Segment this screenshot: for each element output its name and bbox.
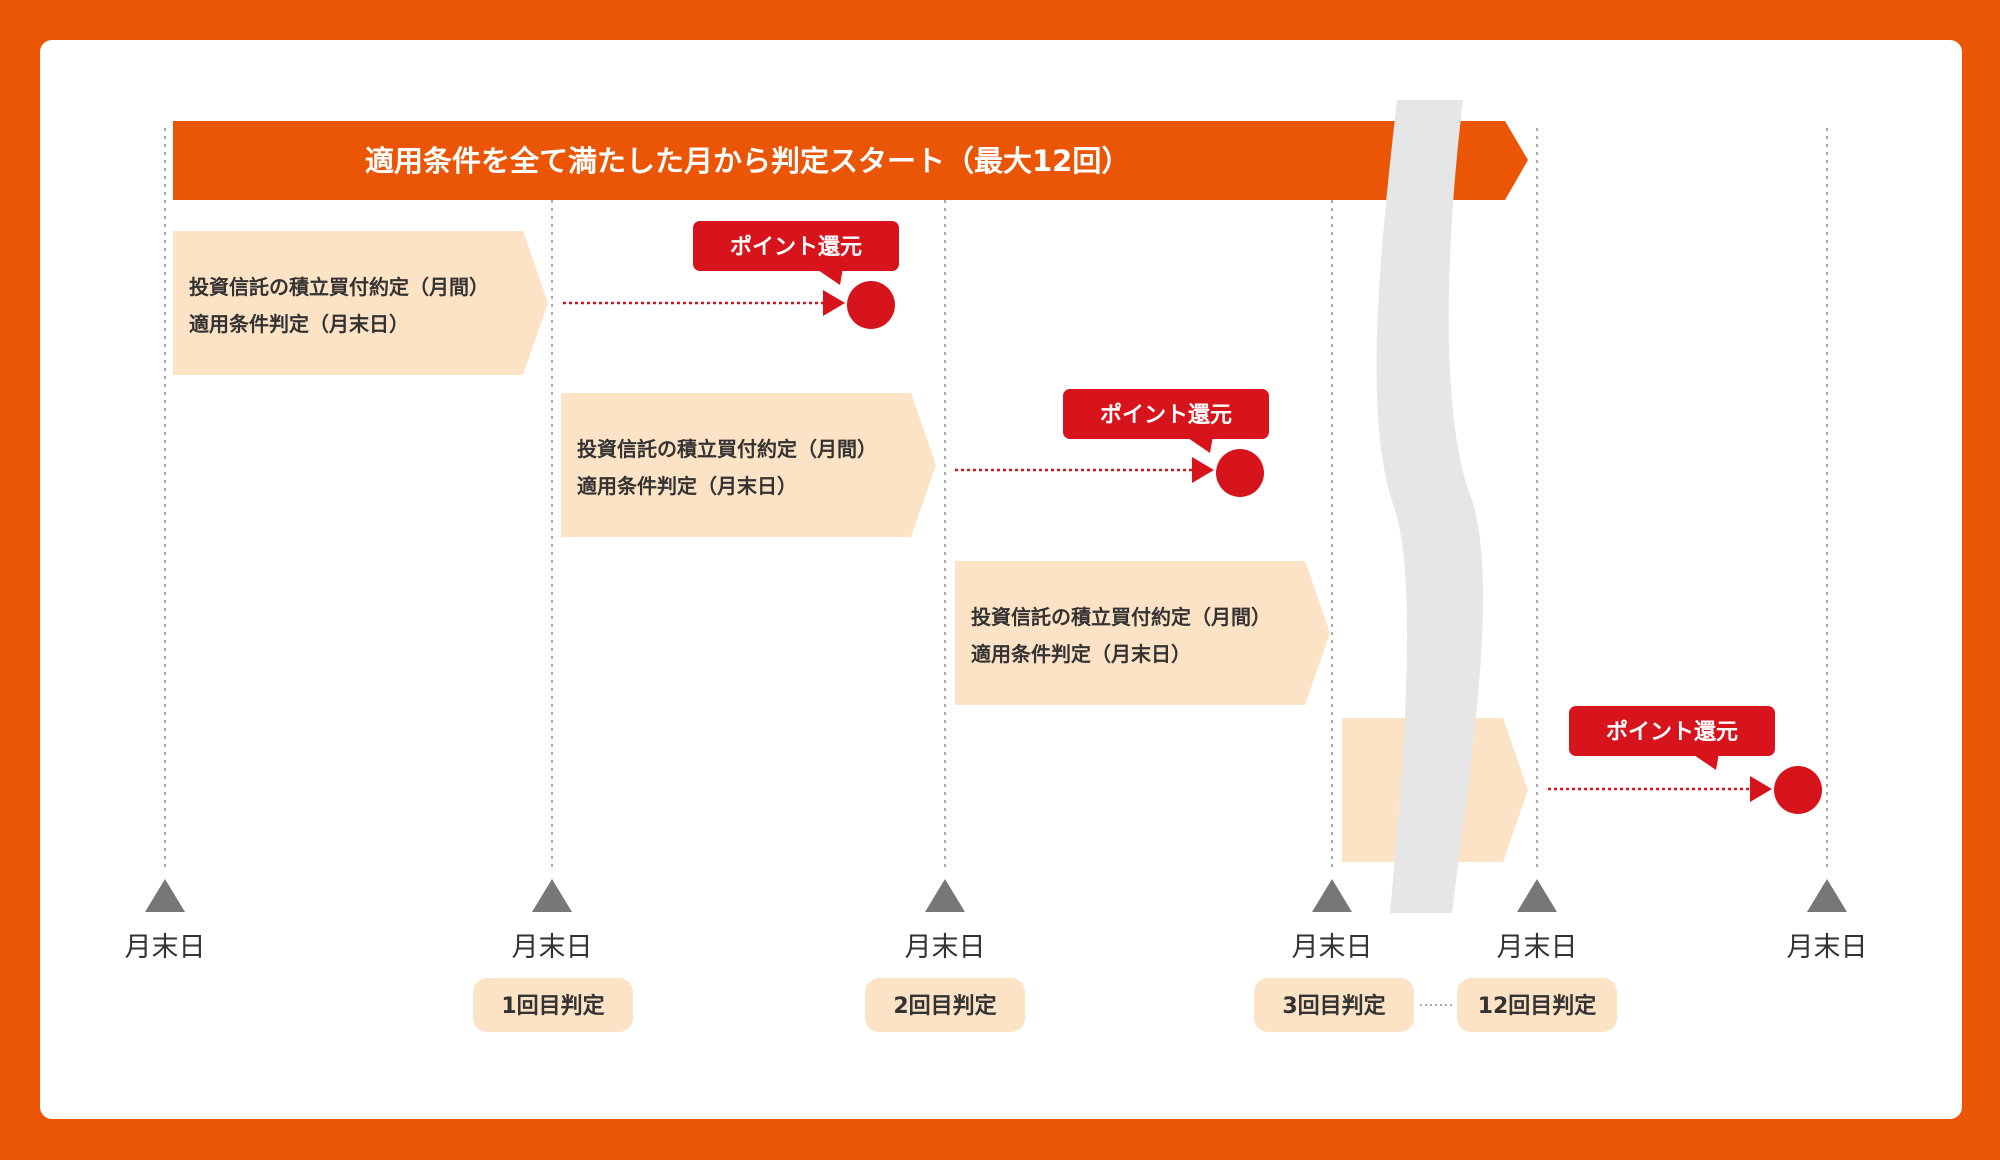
month-end-marker-icon [1807, 879, 1847, 912]
judgement-count-badge-1 [473, 978, 633, 1032]
box-1-line2: 適用条件判定（月末日） [189, 312, 409, 336]
judgement-count-badge-12 [1457, 978, 1617, 1032]
month-end-marker-icon [145, 879, 185, 912]
box-3-line1: 投資信託の積立買付約定（月間） [971, 605, 1271, 629]
month-end-label: 月末日 [1497, 932, 1578, 963]
judgement-box-1 [173, 231, 548, 375]
judgement-box-2 [561, 393, 936, 537]
judgement-count-badge-2 [865, 978, 1025, 1032]
month-end-label: 月末日 [1787, 932, 1868, 963]
callout-tail [1691, 753, 1719, 770]
callout-tail [815, 268, 843, 285]
start-banner-text: 適用条件を全て満たした月から判定スタート（最大12回） [365, 144, 1130, 178]
callout-2-text: ポイント還元 [1100, 402, 1232, 428]
arrowhead-icon [1192, 457, 1214, 483]
box-2-line2: 適用条件判定（月末日） [577, 474, 797, 498]
callout-3-text: ポイント還元 [1606, 719, 1738, 745]
badge-12-text: 12回目判定 [1478, 993, 1597, 1019]
point-callout-1 [693, 221, 899, 271]
month-end-marker-icon [1312, 879, 1352, 912]
start-banner-arrow [173, 121, 1528, 200]
box-2-line1: 投資信託の積立買付約定（月間） [577, 437, 877, 461]
month-end-marker-icon [532, 879, 572, 912]
callout-1-text: ポイント還元 [730, 234, 862, 260]
arrowhead-icon [823, 290, 845, 316]
point-circle-1 [847, 281, 895, 329]
month-end-marker-icon [925, 879, 965, 912]
month-end-label: 月末日 [512, 932, 593, 963]
arrowhead-icon [1750, 776, 1772, 802]
month-end-marker-icon [1517, 879, 1557, 912]
badge-1-text: 1回目判定 [501, 993, 604, 1019]
badge-2-text: 2回目判定 [893, 993, 996, 1019]
badge-3-text: 3回目判定 [1282, 993, 1385, 1019]
judgement-count-badge-3 [1254, 978, 1414, 1032]
month-end-label: 月末日 [1292, 932, 1373, 963]
point-circle-3 [1774, 766, 1822, 814]
point-callout-2 [1063, 389, 1269, 439]
box-1-line1: 投資信託の積立買付約定（月間） [189, 275, 489, 299]
omission-break-band [1376, 100, 1484, 913]
point-callout-3 [1569, 706, 1775, 756]
box-3-line2: 適用条件判定（月末日） [971, 642, 1191, 666]
month-end-label: 月末日 [125, 932, 206, 963]
point-circle-2 [1216, 449, 1264, 497]
callout-tail [1185, 436, 1213, 453]
judgement-box-3 [955, 561, 1330, 705]
month-end-label: 月末日 [905, 932, 986, 963]
